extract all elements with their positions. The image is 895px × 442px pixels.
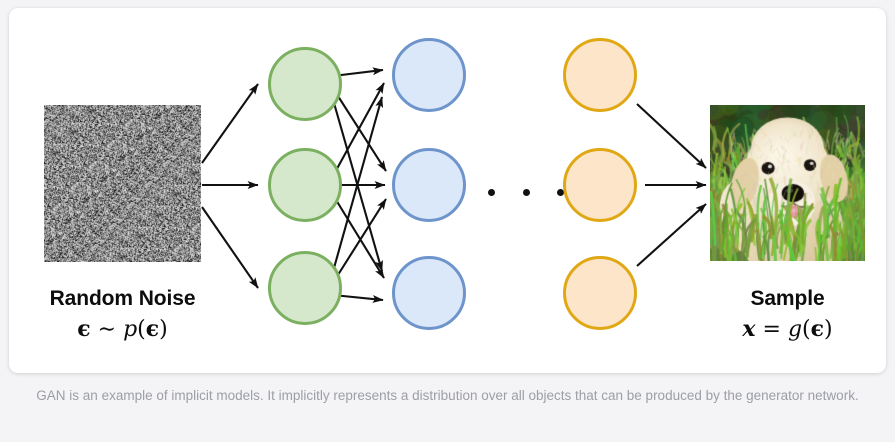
input-formula-func: p: [123, 317, 138, 342]
sample-image-canvas: [710, 105, 865, 261]
hidden-layer-2-node-1: [392, 38, 466, 112]
random-noise-image: [44, 105, 201, 262]
ellipsis-dot-1: [488, 188, 495, 196]
figure-card: Random Noise ϵ ∼ p(ϵ): [9, 8, 886, 373]
input-formula-close: ): [159, 317, 168, 342]
output-formula-relation: =: [762, 317, 781, 342]
output-formula: x = g(ϵ): [704, 314, 871, 345]
hidden-layer-2-node-2: [392, 148, 466, 222]
hidden-layer-n-node-1: [563, 38, 637, 112]
input-formula-relation: ∼: [97, 317, 117, 342]
output-formula-func: g: [787, 317, 803, 342]
ellipsis-dot-3: [557, 188, 564, 196]
output-label-block: Sample x = g(ϵ): [704, 286, 871, 345]
layer-ellipsis: [488, 178, 564, 206]
hidden-layer-2-node-3: [392, 256, 466, 330]
input-title: Random Noise: [49, 287, 196, 310]
input-formula-open: (: [137, 317, 146, 342]
random-noise-canvas: [44, 105, 201, 262]
golden-retriever-puppy-photo: [710, 105, 865, 261]
input-formula: ϵ ∼ p(ϵ): [22, 314, 223, 345]
hidden-layer-n-node-2: [563, 148, 637, 222]
output-formula-open: (: [802, 317, 811, 342]
ellipsis-dot-2: [522, 188, 530, 196]
output-title: Sample: [750, 287, 825, 310]
hidden-layer-1-node-1: [268, 47, 342, 121]
input-formula-arg: ϵ: [145, 316, 160, 342]
hidden-layer-n-node-3: [563, 256, 637, 330]
hidden-layer-1-node-3: [268, 251, 342, 325]
output-formula-close: ): [824, 317, 833, 342]
input-formula-symbol: ϵ: [77, 316, 91, 342]
gan-generator-diagram: Random Noise ϵ ∼ p(ϵ): [9, 8, 886, 373]
figure-caption: GAN is an example of implicit models. It…: [36, 388, 859, 403]
output-formula-symbol: x: [742, 316, 756, 342]
hidden-layer-1-node-2: [268, 148, 342, 222]
input-label-block: Random Noise ϵ ∼ p(ϵ): [22, 286, 223, 345]
output-formula-arg: ϵ: [810, 316, 825, 342]
